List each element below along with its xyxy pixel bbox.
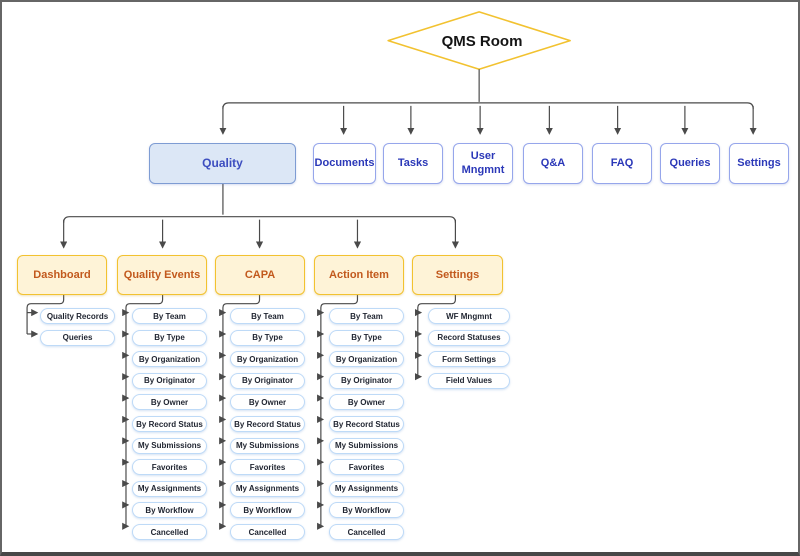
leaf-by-workflow[interactable]: By Workflow xyxy=(230,502,305,519)
connector-edge xyxy=(320,291,359,527)
node-settings-group[interactable]: Settings xyxy=(412,255,503,295)
connector-edge xyxy=(26,291,65,334)
node-capa-group[interactable]: CAPA xyxy=(215,255,305,295)
leaf-favorites[interactable]: Favorites xyxy=(132,459,207,476)
node-quality[interactable]: Quality xyxy=(149,143,296,184)
node-quality-events-group[interactable]: Quality Events xyxy=(117,255,207,295)
root-node-qms-room[interactable]: QMS Room xyxy=(441,32,523,50)
leaf-by-organization[interactable]: By Organization xyxy=(132,351,207,368)
node-queries[interactable]: Queries xyxy=(660,143,720,184)
leaf-my-assignments[interactable]: My Assignments xyxy=(329,480,404,497)
leaf-my-submissions[interactable]: My Submissions xyxy=(230,437,305,454)
leaf-by-originator[interactable]: By Originator xyxy=(230,372,305,389)
node-tasks[interactable]: Tasks xyxy=(383,143,443,184)
leaf-by-owner[interactable]: By Owner xyxy=(329,394,404,411)
connector-edge xyxy=(417,291,456,377)
leaf-by-type[interactable]: By Type xyxy=(132,329,207,346)
leaf-by-type[interactable]: By Type xyxy=(329,329,404,346)
leaf-by-workflow[interactable]: By Workflow xyxy=(132,502,207,519)
connector-edge xyxy=(125,291,164,527)
node-faq[interactable]: FAQ xyxy=(592,143,652,184)
leaf-my-submissions[interactable]: My Submissions xyxy=(329,437,404,454)
leaf-by-originator[interactable]: By Originator xyxy=(329,372,404,389)
leaf-my-assignments[interactable]: My Assignments xyxy=(132,480,207,497)
leaf-by-record-status[interactable]: By Record Status xyxy=(230,416,305,432)
leaf-by-workflow[interactable]: By Workflow xyxy=(329,502,404,519)
leaf-by-originator[interactable]: By Originator xyxy=(132,372,207,389)
leaf-wf-mngmnt[interactable]: WF Mngmnt xyxy=(428,308,510,324)
leaf-by-record-status[interactable]: By Record Status xyxy=(329,416,404,432)
leaf-by-organization[interactable]: By Organization xyxy=(329,351,404,368)
node-documents[interactable]: Documents xyxy=(313,143,376,184)
node-user-mngmnt[interactable]: User Mngmnt xyxy=(453,143,513,184)
connector-edge xyxy=(222,291,261,527)
leaf-favorites[interactable]: Favorites xyxy=(329,459,404,476)
leaf-form-settings[interactable]: Form Settings xyxy=(428,351,510,368)
node-dashboard-group[interactable]: Dashboard xyxy=(17,255,107,295)
connector-edge xyxy=(63,216,456,223)
node-action-item-group[interactable]: Action Item xyxy=(314,255,404,295)
leaf-by-owner[interactable]: By Owner xyxy=(132,394,207,411)
leaf-by-team[interactable]: By Team xyxy=(230,308,305,324)
leaf-record-statuses[interactable]: Record Statuses xyxy=(428,329,510,346)
leaf-by-organization[interactable]: By Organization xyxy=(230,351,305,368)
leaf-quality-records[interactable]: Quality Records xyxy=(40,308,115,324)
leaf-by-team[interactable]: By Team xyxy=(329,308,404,324)
leaf-by-owner[interactable]: By Owner xyxy=(230,394,305,411)
leaf-cancelled[interactable]: Cancelled xyxy=(132,524,207,540)
leaf-favorites[interactable]: Favorites xyxy=(230,459,305,476)
leaf-by-type[interactable]: By Type xyxy=(230,329,305,346)
decision-diamond-shape xyxy=(387,11,571,71)
node-q-a[interactable]: Q&A xyxy=(523,143,583,184)
leaf-my-submissions[interactable]: My Submissions xyxy=(132,437,207,454)
connector-edge xyxy=(222,102,754,109)
leaf-queries[interactable]: Queries xyxy=(40,329,115,346)
leaf-my-assignments[interactable]: My Assignments xyxy=(230,480,305,497)
leaf-cancelled[interactable]: Cancelled xyxy=(329,524,404,540)
leaf-by-record-status[interactable]: By Record Status xyxy=(132,416,207,432)
leaf-by-team[interactable]: By Team xyxy=(132,308,207,324)
leaf-cancelled[interactable]: Cancelled xyxy=(230,524,305,540)
node-settings[interactable]: Settings xyxy=(729,143,789,184)
leaf-field-values[interactable]: Field Values xyxy=(428,372,510,389)
